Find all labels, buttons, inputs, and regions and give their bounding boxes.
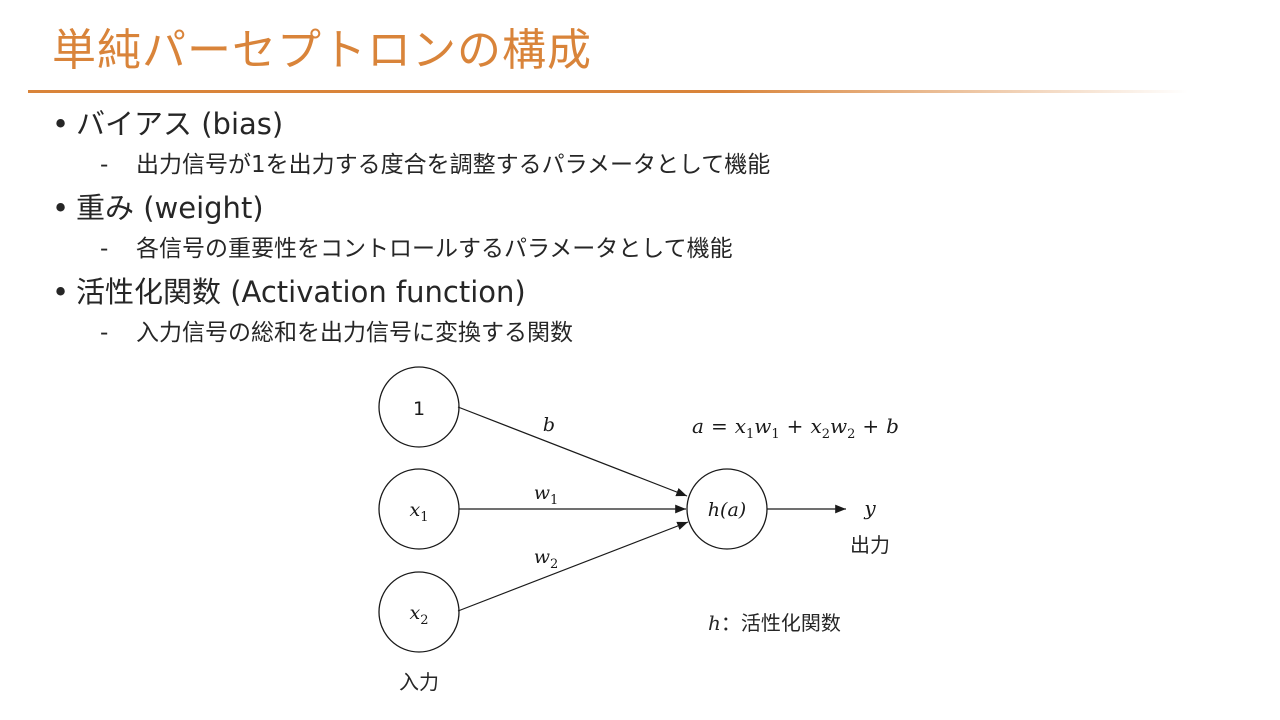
bias-node-label: 1 xyxy=(413,398,425,420)
bullet-marker: • xyxy=(52,107,70,141)
sub-text: 出力信号が1を出力する度合を調整するパラメータとして機能 xyxy=(136,152,771,178)
edge-bias xyxy=(457,406,688,497)
sub-activation: - 入力信号の総和を出力信号に変換する関数 xyxy=(100,313,573,347)
bullet-activation: •活性化関数 (Activation function) xyxy=(52,269,526,311)
bullet-bias: •バイアス (bias) xyxy=(52,101,283,143)
output-symbol: y xyxy=(863,496,876,520)
weighted-sum-equation: a=x1w1+x2w2+b xyxy=(692,414,899,442)
sub-weight: - 各信号の重要性をコントロールするパラメータとして機能 xyxy=(100,229,733,263)
sub-text: 各信号の重要性をコントロールするパラメータとして機能 xyxy=(136,236,733,262)
title-underline xyxy=(28,90,1188,93)
input-node-x2-label: x2 xyxy=(410,602,429,628)
bullet-text: バイアス (bias) xyxy=(76,107,284,141)
input-node-x2 xyxy=(378,571,460,653)
edge-label-w2: w2 xyxy=(534,546,559,572)
sub-marker: - xyxy=(100,152,109,178)
input-label: 入力 xyxy=(399,670,439,694)
edge-label-w1: w1 xyxy=(534,482,559,508)
sub-marker: - xyxy=(100,320,109,346)
bullet-text: 活性化関数 (Activation function) xyxy=(76,275,526,309)
input-node-x1-label: x1 xyxy=(410,499,429,525)
sub-text: 入力信号の総和を出力信号に変換する関数 xyxy=(136,320,573,346)
bullet-marker: • xyxy=(52,191,70,225)
bullet-marker: • xyxy=(52,275,70,309)
sub-bias: - 出力信号が1を出力する度合を調整するパラメータとして機能 xyxy=(100,145,770,179)
edge-label-b: b xyxy=(543,414,555,436)
bullet-weight: •重み (weight) xyxy=(52,185,264,227)
output-label: 出力 xyxy=(850,533,890,557)
sub-marker: - xyxy=(100,236,109,262)
activation-legend: h：活性化関数 xyxy=(708,611,841,635)
activation-node-label: h(a) xyxy=(708,499,746,521)
bullet-text: 重み (weight) xyxy=(76,191,264,225)
edge-x2 xyxy=(457,521,689,612)
slide-title: 単純パーセプトロンの構成 xyxy=(52,25,592,76)
